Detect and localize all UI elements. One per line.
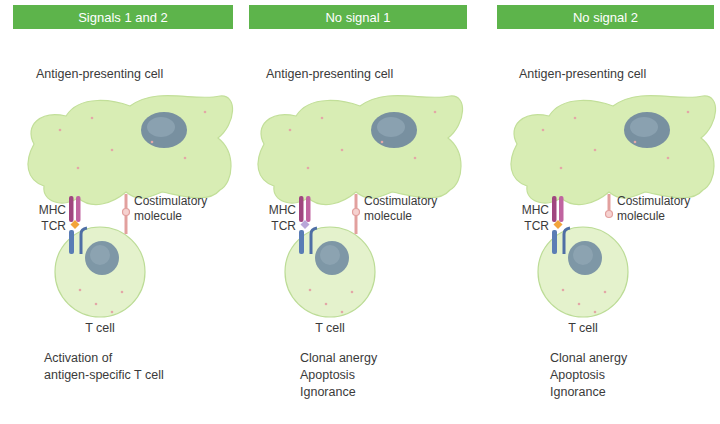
- outcome-text: Apoptosis: [550, 367, 700, 384]
- cell-label: T cell: [284, 321, 376, 335]
- molecule-label: TCR: [26, 219, 66, 234]
- nucleus-highlight: [147, 117, 175, 137]
- t-cell: T cell: [537, 226, 629, 318]
- nucleus: [141, 112, 187, 148]
- costimulatory-knob: [123, 209, 130, 216]
- molecule-label: Costimulatory molecule: [364, 194, 454, 224]
- antigen: [71, 220, 80, 229]
- costimulatory-knob: [606, 211, 613, 218]
- antigen-presenting-cell: Antigen-presenting cell: [505, 86, 719, 208]
- outcome-text: Clonal anergy: [300, 350, 450, 367]
- band-title: No signal 1: [325, 10, 390, 25]
- cell-label: Antigen-presenting cell: [266, 67, 393, 81]
- antigen-presenting-cell: Antigen-presenting cell: [22, 86, 236, 208]
- antigen: [554, 220, 563, 229]
- self-peptide: [301, 220, 310, 229]
- cell-body: [28, 96, 233, 205]
- nucleus: [371, 112, 417, 148]
- nucleus: [85, 241, 119, 275]
- nucleus-highlight: [630, 117, 658, 137]
- cell-outline: [537, 226, 629, 318]
- nucleus-highlight: [573, 245, 593, 265]
- cell-body: [285, 227, 375, 317]
- costimulatory-molecule: [355, 194, 358, 234]
- costimulatory-molecule: [608, 194, 611, 212]
- molecule-label: MHC: [26, 203, 66, 218]
- cell-body: [538, 227, 628, 317]
- signal-band: No signal 1: [249, 5, 467, 29]
- cell-outline: [22, 86, 236, 208]
- cell-outline: [505, 86, 719, 208]
- cell-label: Antigen-presenting cell: [36, 67, 163, 81]
- cell-label: T cell: [537, 321, 629, 335]
- cell-label: T cell: [54, 321, 146, 335]
- outcome-text: Ignorance: [550, 384, 700, 401]
- band-title: Signals 1 and 2: [78, 10, 168, 25]
- outcome-text: Apoptosis: [300, 367, 450, 384]
- molecule-label: MHC: [509, 203, 549, 218]
- cell-label: Antigen-presenting cell: [519, 67, 646, 81]
- t-cell: T cell: [54, 226, 146, 318]
- nucleus-highlight: [320, 245, 340, 265]
- nucleus: [315, 241, 349, 275]
- band-title: No signal 2: [573, 10, 638, 25]
- signal-band: Signals 1 and 2: [13, 5, 233, 29]
- molecule-label: Costimulatory molecule: [617, 194, 707, 224]
- outcome-text: Activation of antigen-specific T cell: [44, 350, 194, 384]
- t-cell: T cell: [284, 226, 376, 318]
- nucleus: [624, 112, 670, 148]
- molecule-label: MHC: [256, 203, 296, 218]
- cell-outline: [252, 86, 466, 208]
- nucleus: [568, 241, 602, 275]
- cell-body: [258, 96, 463, 205]
- costimulatory-molecule: [125, 194, 128, 234]
- molecule-label: TCR: [256, 219, 296, 234]
- antigen-presenting-cell: Antigen-presenting cell: [252, 86, 466, 208]
- outcome-text: Ignorance: [300, 384, 450, 401]
- outcome-text: Clonal anergy: [550, 350, 700, 367]
- cell-outline: [54, 226, 146, 318]
- molecule-label: Costimulatory molecule: [134, 194, 224, 224]
- nucleus-highlight: [377, 117, 405, 137]
- cell-outline: [284, 226, 376, 318]
- costimulatory-knob: [353, 209, 360, 216]
- nucleus-highlight: [90, 245, 110, 265]
- molecule-label: TCR: [509, 219, 549, 234]
- cell-body: [55, 227, 145, 317]
- signal-band: No signal 2: [497, 5, 714, 29]
- cell-body: [511, 96, 716, 205]
